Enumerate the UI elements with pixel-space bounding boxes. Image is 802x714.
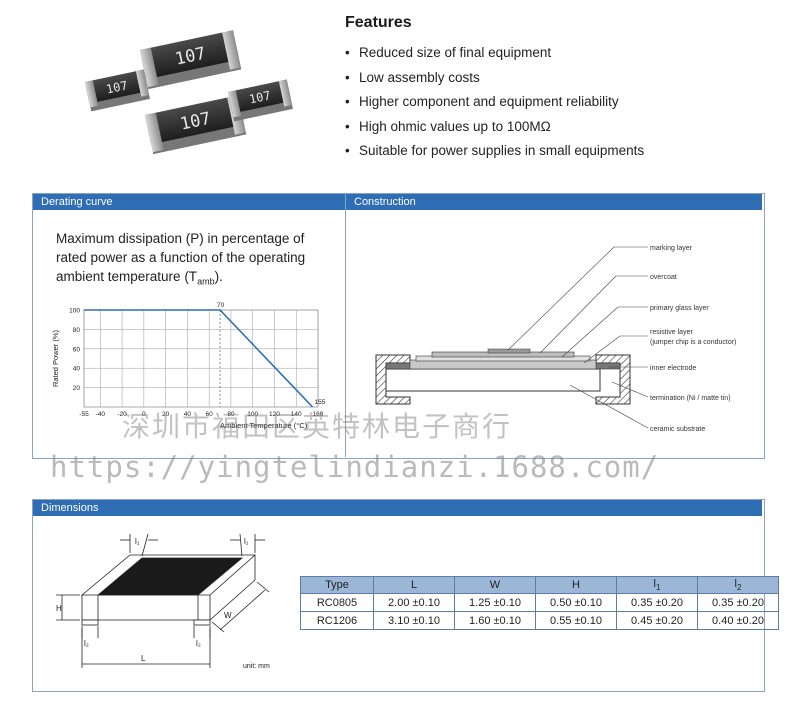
dim-label-l: L xyxy=(141,654,146,663)
dim-unit-label: unit: mm xyxy=(243,663,270,670)
dim-label-l2-right: l₂ xyxy=(196,639,201,648)
dim-label-h: H xyxy=(56,604,62,613)
derating-chart: 20 40 60 80 100 -55 -40 -20 0 20 40 60 80 100 120 140 1… xyxy=(51,302,326,430)
chart-x-axis-label: Ambient Temperature (°C) xyxy=(220,421,308,430)
chart-x-tick-label: 100 xyxy=(247,411,258,418)
table-cell: 2.00 ±0.10 xyxy=(373,593,455,612)
ceramic-substrate xyxy=(385,368,601,392)
table-cell: 1.25 ±0.10 xyxy=(454,593,536,612)
table-cell: 0.35 ±0.20 xyxy=(616,593,698,612)
chart-annotation: 155 xyxy=(315,399,326,406)
derating-curve-header: Derating curve xyxy=(33,194,345,210)
chart-x-tick-label: 120 xyxy=(269,411,280,418)
chart-x-tick-label: -40 xyxy=(96,411,106,418)
construction-diagram: marking layer overcoat primary glass lay… xyxy=(375,245,736,433)
table-header-cell: L xyxy=(373,576,455,594)
watermark-url: https://yingtelindianzi.1688.com/ xyxy=(50,450,660,484)
table-row: RC0805 2.00 ±0.10 1.25 ±0.10 0.50 ±0.10 … xyxy=(300,593,779,612)
chart-x-tick-label: 20 xyxy=(162,411,170,418)
dimensions-header: Dimensions xyxy=(33,500,762,516)
table-header-cell: W xyxy=(454,576,536,594)
chart-x-tick-label: 60 xyxy=(206,411,214,418)
chart-grid xyxy=(83,309,319,408)
chart-x-tick-label: -20 xyxy=(117,411,127,418)
table-cell: RC0805 xyxy=(300,593,374,612)
chart-x-ticks: -55 -40 -20 0 20 40 60 80 100 120 140 160 xyxy=(79,411,324,418)
features-section: Features Reduced size of final equipment… xyxy=(345,14,785,164)
table-cell: 1.60 ±0.10 xyxy=(454,611,536,630)
label-overcoat: overcoat xyxy=(650,274,677,281)
derating-description: Maximum dissipation (P) in percentage of… xyxy=(56,229,331,292)
feature-item: Reduced size of final equipment xyxy=(345,41,785,66)
table-header-cell: H xyxy=(535,576,617,594)
chart-series xyxy=(84,309,314,408)
table-header-cell: Type xyxy=(300,576,374,594)
table-cell: 0.35 ±0.20 xyxy=(697,593,779,612)
label-jumper-note: (jumper chip is a conductor) xyxy=(650,339,736,346)
label-resistive-layer: resistive layer xyxy=(650,329,693,336)
chip-marking: 107 xyxy=(248,88,272,106)
table-header-cell: l2 xyxy=(697,576,779,594)
feature-item: Higher component and equipment reliabili… xyxy=(345,90,785,115)
label-termination: termination (Ni / matte tin) xyxy=(650,395,731,402)
chart-y-tick-label: 80 xyxy=(73,327,81,334)
dim-label-l1-right: l₁ xyxy=(244,537,249,546)
dim-label-w: W xyxy=(224,611,232,620)
derating-construction-panel xyxy=(32,193,765,459)
label-inner-electrode: inner electrode xyxy=(650,365,696,372)
table-cell: 3.10 ±0.10 xyxy=(373,611,455,630)
chip-resistor-photo: 107 107 107 107 xyxy=(85,30,293,155)
table-cell: 0.40 ±0.20 xyxy=(697,611,779,630)
table-header-row: Type L W H l1 l2 xyxy=(300,576,779,594)
chart-annotation: 70 xyxy=(217,302,225,309)
chart-x-tick-label: 80 xyxy=(227,411,235,418)
termination-left xyxy=(375,354,411,405)
table-header-cell: l1 xyxy=(616,576,698,594)
derating-description-end: ). xyxy=(214,269,223,284)
derating-description-main: Maximum dissipation (P) in percentage of… xyxy=(56,231,306,284)
label-ceramic-substrate: ceramic substrate xyxy=(650,426,705,433)
chart-x-tick-label: 140 xyxy=(291,411,302,418)
chart-annotations: 70 155 xyxy=(217,302,326,406)
table-cell: 0.45 ±0.20 xyxy=(616,611,698,630)
chart-y-ticks: 20 40 60 80 100 xyxy=(69,308,80,393)
chart-y-tick-label: 100 xyxy=(69,308,80,315)
watermark-company: 深圳市福田区英特林电子商行 xyxy=(122,410,513,443)
marking-layer xyxy=(487,348,531,354)
table-cell: 0.55 ±0.10 xyxy=(535,611,617,630)
feature-item: Low assembly costs xyxy=(345,66,785,91)
chip-marking: 107 xyxy=(105,78,129,96)
resistive-layer xyxy=(409,359,597,370)
chart-y-tick-label: 40 xyxy=(73,366,81,373)
chart-x-tick-label: 40 xyxy=(184,411,192,418)
chart-y-axis-label: Rated Power (%) xyxy=(51,329,60,387)
chart-y-tick-label: 60 xyxy=(73,346,81,353)
table-row: RC1206 3.10 ±0.10 1.60 ±0.10 0.55 ±0.10 … xyxy=(300,611,779,630)
chart-x-tick-label: 0 xyxy=(142,411,146,418)
chart-x-tick-label: 160 xyxy=(313,411,324,418)
panel-divider xyxy=(345,193,346,457)
chart-frame xyxy=(83,309,319,408)
label-primary-glass-layer: primary glass layer xyxy=(650,305,709,312)
dimensions-table: Type L W H l1 l2 RC0805 2.00 ±0.10 1.25 … xyxy=(300,576,779,630)
feature-item: Suitable for power supplies in small equ… xyxy=(345,139,785,164)
dim-label-l2-left: l₂ xyxy=(84,639,89,648)
features-list: Reduced size of final equipment Low asse… xyxy=(345,41,785,164)
construction-header: Construction xyxy=(346,194,762,210)
chart-x-tick-label: -55 xyxy=(79,411,89,418)
chart-series-line xyxy=(84,309,314,408)
derating-description-sub: amb xyxy=(197,276,215,287)
table-cell: RC1206 xyxy=(300,611,374,630)
termination-right xyxy=(595,354,631,405)
chart-y-tick-label: 20 xyxy=(73,385,81,392)
dim-label-l1-left: l₁ xyxy=(135,537,140,546)
label-marking-layer: marking layer xyxy=(650,245,693,252)
feature-item: High ohmic values up to 100MΩ xyxy=(345,115,785,140)
table-cell: 0.50 ±0.10 xyxy=(535,593,617,612)
dimensions-diagram: H L W l₁ l₁ l₂ l₂ unit: mm xyxy=(56,533,270,670)
features-title: Features xyxy=(345,14,412,31)
